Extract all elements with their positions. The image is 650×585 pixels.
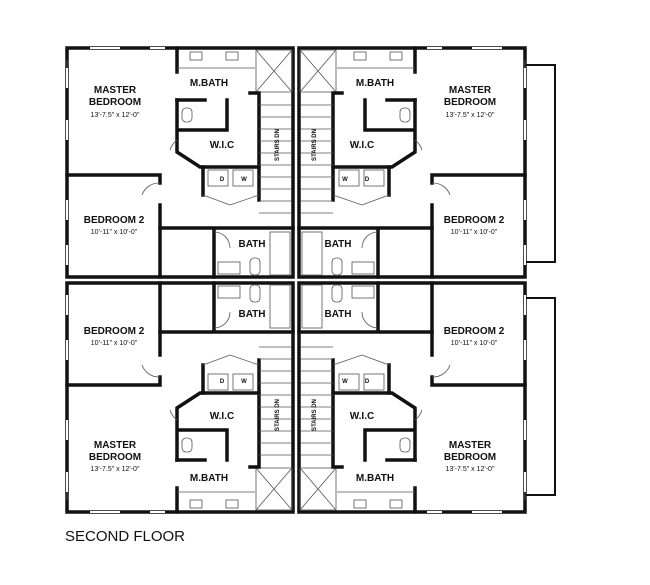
room-dimensions: 10'-11" x 10'-0" xyxy=(451,229,498,236)
room-label: M.BATH xyxy=(356,473,394,484)
appliance-label: W xyxy=(342,177,348,183)
room-label: W.I.C xyxy=(210,411,234,422)
room-label: BATH xyxy=(324,239,351,250)
room-label: BEDROOM 2 xyxy=(444,326,505,337)
room-label: BEDROOM 2 xyxy=(84,326,145,337)
room-label: M.BATH xyxy=(190,473,228,484)
room-label: BATH xyxy=(324,309,351,320)
room-label: M.BATH xyxy=(356,78,394,89)
room-label: BEDROOM xyxy=(444,452,496,463)
room-label: MASTER xyxy=(449,440,492,451)
room-label: MASTER xyxy=(449,85,492,96)
room-label: BEDROOM xyxy=(444,97,496,108)
room-label: BEDROOM xyxy=(89,452,141,463)
room-label: BEDROOM 2 xyxy=(84,215,145,226)
room-label: BATH xyxy=(238,239,265,250)
room-label: W.I.C xyxy=(210,140,234,151)
stairs-label: STAIRS DN xyxy=(312,129,318,161)
stairs-label: STAIRS DN xyxy=(312,399,318,431)
appliance-label: D xyxy=(365,379,370,385)
room-label: MASTER xyxy=(94,440,137,451)
room-dimensions: 13'-7.5" x 12'-0" xyxy=(91,466,140,473)
appliance-label: W xyxy=(241,177,247,183)
stairs-label: STAIRS DN xyxy=(275,399,281,431)
room-label: W.I.C xyxy=(350,411,374,422)
room-dimensions: 10'-11" x 10'-0" xyxy=(451,340,498,347)
appliance-label: W xyxy=(241,379,247,385)
balcony-bottom xyxy=(526,297,556,496)
appliance-label: D xyxy=(220,379,225,385)
room-label: W.I.C xyxy=(350,140,374,151)
room-dimensions: 13'-7.5" x 12'-0" xyxy=(91,112,140,119)
room-dimensions: 13'-7.5" x 12'-0" xyxy=(446,466,495,473)
appliance-label: D xyxy=(220,177,225,183)
room-dimensions: 13'-7.5" x 12'-0" xyxy=(446,112,495,119)
room-dimensions: 10'-11" x 10'-0" xyxy=(91,229,138,236)
room-label: BEDROOM xyxy=(89,97,141,108)
stairs-label: STAIRS DN xyxy=(275,129,281,161)
floor-title: SECOND FLOOR xyxy=(65,528,185,545)
appliance-label: D xyxy=(365,177,370,183)
room-label: M.BATH xyxy=(190,78,228,89)
room-label: MASTER xyxy=(94,85,137,96)
balcony-top xyxy=(526,64,556,263)
appliance-label: W xyxy=(342,379,348,385)
room-label: BATH xyxy=(238,309,265,320)
room-dimensions: 10'-11" x 10'-0" xyxy=(91,340,138,347)
room-label: BEDROOM 2 xyxy=(444,215,505,226)
